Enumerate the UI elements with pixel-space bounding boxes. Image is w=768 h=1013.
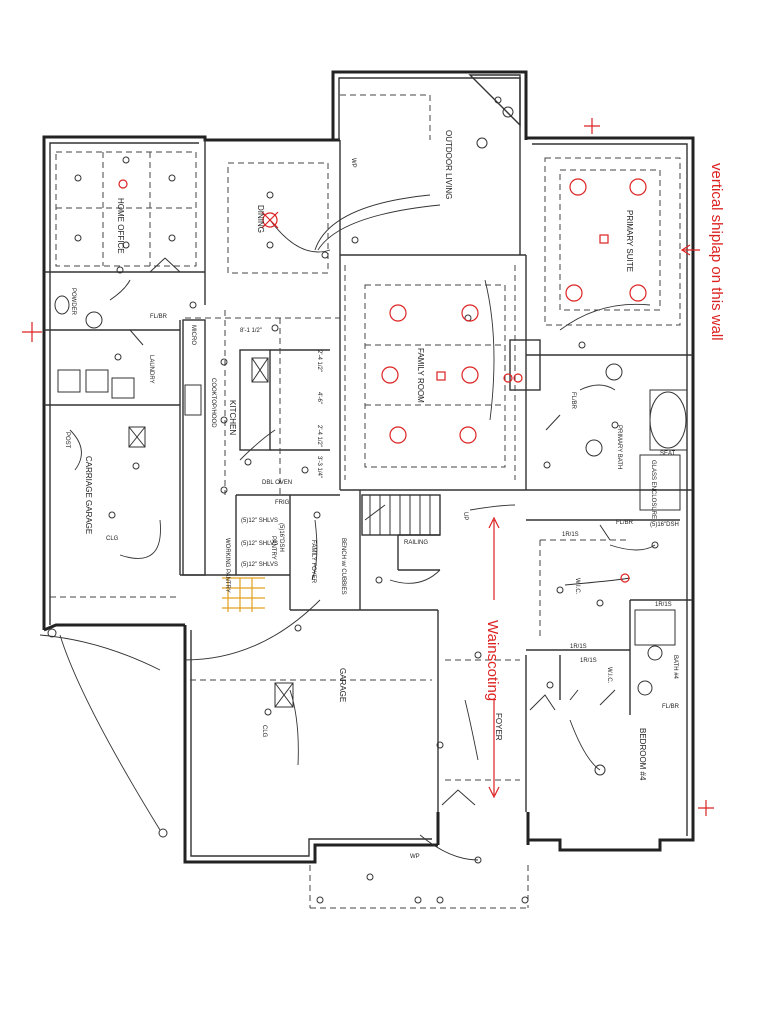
label-seat: SEAT [660,451,676,457]
label-shelves-1: (5)12" SHLVS [241,518,278,524]
wainscoting-arrow [488,516,500,799]
label-shelves-4: (5)16"DSH [278,523,284,552]
label-1r1s-3: 1R/1S [570,644,587,650]
label-1r1s-4: 1R/1S [580,658,597,664]
label-dim-3: 4'-6" [316,392,322,404]
label-1r1s-1: 1R/1S [562,532,579,538]
label-fl-br-3: FL/BR [616,520,634,526]
label-railing: RAILING [404,540,428,546]
interior-walls [44,74,693,812]
room-label-powder: POWDER [70,288,76,316]
label-dbl-oven: DBL OVEN [262,480,292,486]
label-fridge: FRIG [275,500,290,506]
label-dim-4: 2'-4 1/2" [316,425,322,447]
room-label-outdoor-living: OUTDOOR LIVING [444,130,453,199]
label-shelves-2: (5)12" SHLVS [241,562,278,568]
label-fl-br-2: FL/BR [570,392,576,410]
label-cooktop: COOKTOP/HOOD [210,378,216,428]
room-label-wic: W.I.C. [574,578,580,595]
label-glass-enclosure: GLASS ENCLOSURE [650,460,656,519]
annotation-shiplap: vertical shiplap on this wall [708,163,725,341]
exterior-walls [42,70,695,864]
room-label-working-pantry: WORKING PANTRY [224,538,230,593]
room-label-kitchen: KITCHEN [228,400,237,435]
room-labels: HOME OFFICE DINING OUTDOOR LIVING PRIMAR… [70,130,678,781]
label-up: UP [462,512,468,520]
label-fl-br-1: FL/BR [150,314,168,320]
room-label-wic-2: W.I.C. [606,667,612,684]
highlight-marks [222,577,265,612]
room-label-primary-bath: PRIMARY BATH [616,425,622,469]
wiring [39,194,656,861]
label-fl-br-4: FL/BR [662,704,680,710]
label-post: POST [64,432,70,449]
room-label-garage: GARAGE [338,668,347,702]
label-dim-5: 3'-3 1/4" [316,456,322,478]
recessed-lights [118,178,647,583]
label-wp-bottom: WP [410,854,420,860]
room-label-bench: BENCH w/ CUBBIES [340,538,346,595]
ceiling-outlines [50,94,681,909]
label-clg-2: CLG [261,725,267,738]
red-markers [22,118,714,816]
exterior-walls-inner [49,77,688,857]
room-label-family-room: FAMILY ROOM [416,348,425,403]
annotation-wainscoting: Wainscoting [484,620,501,701]
label-wp-top: WP [350,158,356,168]
doors [109,257,616,806]
room-label-bath-4: BATH #4 [672,655,678,680]
label-dim-1: 8'-1 1/2" [240,328,262,334]
label-micro: MICRO [190,325,196,345]
room-label-bedroom-4: BEDROOM #4 [638,728,647,781]
label-shelves-5: (5)12" SHLVS [241,541,278,547]
shiplap-arrow [680,244,700,256]
room-label-dining: DINING [256,205,265,233]
room-label-home-office: HOME OFFICE [116,198,125,254]
label-1r1s-2: 1R/1S [655,602,672,608]
room-label-pantry: PANTRY [270,536,276,560]
light-fixtures [47,96,659,904]
fixture-labels: WP WP FL/BR FL/BR FL/BR FL/BR RAILING UP… [64,158,680,860]
room-label-carriage-garage: CARRIAGE GARAGE [84,456,93,534]
label-clg-1: CLG [106,536,119,542]
room-label-laundry: LAUNDRY [148,355,154,384]
label-shelves-3: (5)16"DSH [650,522,679,528]
room-label-family-foyer: FAMILY FOYER [310,540,316,584]
room-label-foyer: FOYER [494,713,503,741]
room-label-primary-suite: PRIMARY SUITE [625,210,634,272]
ceiling-fans [128,211,294,708]
label-dim-2: 2'-4 1/2" [316,350,322,372]
